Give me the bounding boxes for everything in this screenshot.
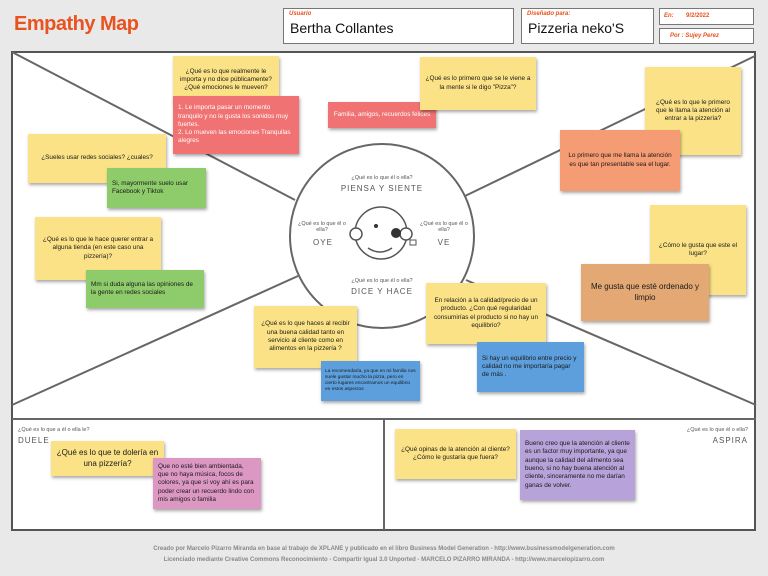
user-value[interactable]: Bertha Collantes <box>290 20 394 36</box>
note-hear-answer-2[interactable]: Mm si duda alguna las opiniones de la ge… <box>86 270 204 308</box>
design-value[interactable]: Pizzeria neko'S <box>528 20 625 36</box>
face-icon <box>349 206 413 260</box>
note-hear-question-1[interactable]: ¿Sueles usar redes sociales? ¿cuales? <box>28 134 166 183</box>
think-question: ¿Qué es lo que él o ella? <box>351 175 413 181</box>
hear-label: OYE <box>313 238 333 247</box>
note-do-question-2[interactable]: En relación a la calidad/precio de un pr… <box>426 283 546 344</box>
page-title: Empathy Map <box>14 13 139 35</box>
note-gain-answer[interactable]: Bueno creo que la atención al cliente es… <box>520 430 635 500</box>
see-label: VE <box>437 238 451 247</box>
gain-question: ¿Qué es lo que él o ella? <box>686 427 748 433</box>
user-label: Usuario <box>289 11 312 17</box>
smile-icon <box>367 247 393 253</box>
author-box: Por : Sujey Perez <box>659 28 754 44</box>
note-see-answer-3[interactable]: Me gusta que esté ordenado y limpio <box>581 264 709 321</box>
footer-license: Licenciado mediante Creative Commons Rec… <box>163 557 605 563</box>
author-label: Por : Sujey Perez <box>670 33 720 39</box>
see-question: ¿Qué es lo que él o ella? <box>419 221 468 233</box>
pain-question: ¿Qué es lo que a él o ella le? <box>18 427 90 433</box>
note-see-answer-2[interactable]: Lo primero que me llama la atención es q… <box>560 130 680 191</box>
note-see-question-1[interactable]: ¿Qué es lo primero que se le viene a la … <box>420 57 536 110</box>
do-question: ¿Qué es lo que él o ella? <box>351 278 413 284</box>
note-do-question-1[interactable]: ¿Qué es lo que haces al recibir una buen… <box>254 306 357 368</box>
hear-question: ¿Qué es lo que él o ella? <box>297 221 346 233</box>
note-see-question-2[interactable]: ¿Qué es lo que le primero que le llama l… <box>645 67 741 155</box>
design-label: Diseñado para: <box>527 11 571 17</box>
note-pain-answer[interactable]: Que no esté bien ambientada, que no haya… <box>153 458 261 509</box>
note-hear-question-2[interactable]: ¿Qué es lo que le hace querer entrar a a… <box>35 217 161 280</box>
design-box: Diseñado para: Pizzeria neko'S <box>521 8 654 44</box>
note-gain-question[interactable]: ¿Qué opinas de la atención al cliente? ¿… <box>395 429 516 479</box>
note-think-answer-2[interactable]: Familia, amigos, recuerdos felices <box>328 102 436 128</box>
eye-small-icon <box>374 224 378 228</box>
date-value[interactable]: 9/2/2022 <box>686 13 710 19</box>
note-hear-answer-1[interactable]: Si, mayormente suelo usar Facebook y Tik… <box>107 168 206 208</box>
pain-label: DUELE <box>18 436 50 445</box>
eye-icon <box>391 228 401 238</box>
date-label: En: <box>664 13 674 19</box>
date-box: En: 9/2/2022 <box>659 8 754 25</box>
do-label: DICE Y HACE <box>351 287 413 296</box>
note-do-answer-1[interactable]: La recomendaría, ya que en mi familia no… <box>321 361 420 401</box>
diag-bottom-left <box>11 275 299 406</box>
think-label: PIENSA Y SIENTE <box>340 184 424 193</box>
gain-label: ASPIRA <box>712 436 748 445</box>
user-box: Usuario Bertha Collantes <box>283 8 514 44</box>
note-do-answer-2[interactable]: Si hay un equilibrio entre precio y cali… <box>477 342 584 392</box>
diag-top-left <box>11 51 296 201</box>
note-think-answer[interactable]: 1. Le importa pasar un momento tranquilo… <box>173 96 299 154</box>
note-pain-question[interactable]: ¿Qué es lo que te dolería en una pizzerí… <box>51 441 164 476</box>
footer-credit: Creado por Marcelo Pizarro Miranda en ba… <box>153 546 615 552</box>
